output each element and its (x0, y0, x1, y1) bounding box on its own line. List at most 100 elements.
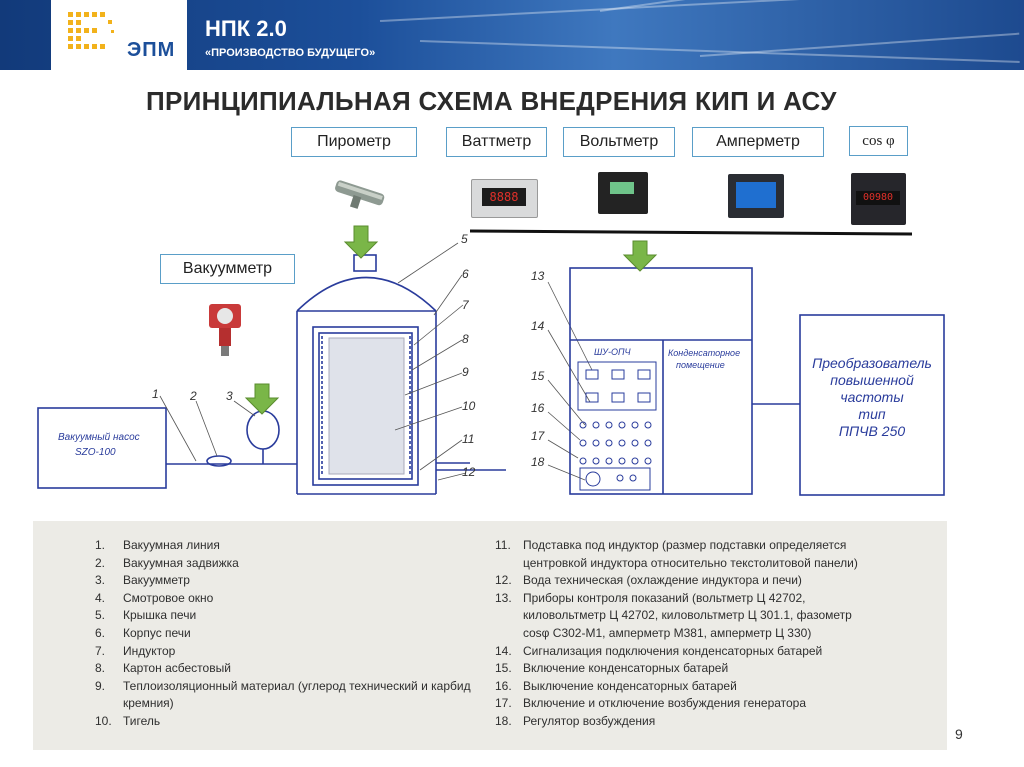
legend-item-text: кремния) (123, 696, 174, 711)
callout-17: 17 (531, 429, 546, 443)
ammeter-label: Амперметр (692, 127, 824, 157)
legend-item-number (495, 555, 523, 573)
legend-item-text: cosφ С302-М1, амперметр М381, амперметр … (523, 625, 812, 640)
callout-6: 6 (462, 267, 469, 281)
legend-item-number: 4. (95, 590, 106, 605)
slide-title: ПРИНЦИПИАЛЬНАЯ СХЕМА ВНЕДРЕНИЯ КИП И АСУ (146, 86, 837, 116)
legend-item: cosφ С302-М1, амперметр М381, амперметр … (495, 625, 935, 643)
legend-item: 12. Вода техническая (охлаждение индуктор… (495, 572, 935, 590)
voltmeter-label: Вольтметр (563, 127, 675, 157)
legend-item-text: Регулятор возбуждения (523, 713, 656, 728)
legend-item-text: Теплоизоляционный материал (углерод техн… (123, 678, 471, 693)
legend-item-text: Вакуумная линия (123, 538, 220, 552)
callout-5: 5 (461, 232, 468, 246)
wattmeter-display: 8888 (482, 188, 526, 206)
legend-item-text: Картон асбестовый (123, 661, 231, 676)
cosphi-device-icon: 00980 (851, 173, 906, 225)
pump-label: Вакуумный насос (58, 432, 140, 443)
legend-item: 15.Включение конденсаторных батарей (495, 660, 935, 678)
legend-item-number: 3. (95, 573, 106, 588)
legend-item: 4.Смотровое окно (95, 590, 515, 608)
callout-12: 12 (462, 465, 476, 479)
pyrometer-device-icon (335, 180, 385, 209)
legend-item: 10.Тигель (95, 713, 515, 731)
pump-model: SZO-100 (75, 447, 116, 458)
vacuummeter-label: Вакуумметр (160, 254, 295, 284)
legend-item: 16.Выключение конденсаторных батарей (495, 678, 935, 696)
legend-item: 9.Теплоизоляционный материал (углерод те… (95, 678, 515, 696)
logo: ЭПМ (51, 0, 187, 70)
page-number: 9 (955, 726, 963, 742)
capacitor-label-1: Конденсаторное (668, 348, 740, 358)
legend-item-number: 18. (495, 713, 512, 728)
converter-line-3: частоты (840, 389, 904, 405)
legend-item: центровкой индуктора относительно тексто… (495, 555, 935, 573)
legend-item-number (95, 695, 123, 713)
converter-line-1: Преобразователь (812, 355, 932, 371)
wattmeter-device-icon: 8888 (471, 179, 538, 218)
legend-item-text: Включение и отключение возбуждения генер… (523, 696, 807, 711)
cosphi-display: 00980 (856, 191, 900, 205)
legend-item-number: 5. (95, 608, 106, 623)
arrow-down-icon (244, 383, 280, 415)
arrow-icons (244, 225, 658, 415)
converter-line-4: тип (858, 406, 885, 422)
legend-item-number: 7. (95, 643, 106, 658)
legend-item-text: Вода техническая (охлаждение индуктора и… (523, 573, 802, 588)
legend-item-text: центровкой индуктора относительно тексто… (523, 555, 858, 570)
callout-14: 14 (531, 319, 545, 333)
header-subtitle: «ПРОИЗВОДСТВО БУДУЩЕГО» (205, 47, 376, 59)
legend-item: 2.Вакуумная задвижка (95, 555, 515, 573)
callout-13: 13 (531, 269, 545, 283)
capacitor-label-2: помещение (676, 360, 725, 370)
legend-right: 11. Подставка под индуктор (размер подста… (495, 537, 935, 731)
legend-item: 5.Крышка печи (95, 607, 515, 625)
legend-item-number: 15. (495, 661, 512, 676)
legend-item-text: Вакуумная задвижка (123, 555, 239, 570)
callout-16: 16 (531, 401, 545, 415)
legend-item: 1. Вакуумная линия (95, 537, 515, 555)
wattmeter-label: Ваттметр (446, 127, 547, 157)
legend-item-number: 6. (95, 625, 106, 640)
converter-line-5: ППЧВ 250 (839, 423, 906, 439)
legend-item: 14.Сигнализация подключения конденсаторн… (495, 643, 935, 661)
legend-item-number: 1. (95, 538, 106, 552)
callout-2: 2 (189, 389, 197, 403)
converter-line-2: повышенной (830, 372, 914, 388)
callout-3: 3 (226, 389, 233, 403)
ammeter-device-icon (728, 174, 784, 218)
callout-15: 15 (531, 369, 545, 383)
legend-item-number: 10. (95, 713, 112, 728)
callout-8: 8 (462, 332, 469, 346)
legend-item-number: 14. (495, 643, 512, 658)
legend-item-text: Выключение конденсаторных батарей (523, 678, 737, 693)
legend-item-number (495, 625, 523, 643)
cabinet-label: ШУ-ОПЧ (594, 347, 632, 357)
pyrometer-label: Пирометр (291, 127, 417, 157)
legend-item: 17.Включение и отключение возбуждения ге… (495, 695, 935, 713)
callout-10: 10 (462, 399, 476, 413)
header-title: НПК 2.0 (205, 16, 287, 41)
voltmeter-device-icon (598, 172, 648, 214)
callout-11: 11 (462, 432, 474, 446)
legend-item-text: киловольтметр Ц 42702, киловольтметр Ц 3… (523, 608, 852, 623)
legend-item-number: 12. (495, 573, 512, 588)
legend-item-text: Вакуумметр (123, 573, 190, 588)
legend-item-number: 11. (495, 538, 511, 552)
legend-item-text: Подставка под индуктор (размер подставки… (523, 538, 847, 552)
legend-item: 13.Приборы контроля показаний (вольтметр… (495, 590, 935, 608)
legend-item: 7. Индуктор (95, 643, 515, 661)
callout-7: 7 (462, 298, 470, 312)
legend-item-text: Индуктор (123, 643, 176, 658)
legend-item: 6.Корпус печи (95, 625, 515, 643)
callout-1: 1 (152, 387, 159, 401)
legend-item: кремния) (95, 695, 515, 713)
legend-item-number: 13. (495, 590, 512, 605)
legend-item: 11. Подставка под индуктор (размер подста… (495, 537, 935, 555)
legend-item: 3. Вакуумметр (95, 572, 515, 590)
arrow-down-icon (343, 225, 379, 259)
logo-dots-icon (68, 12, 114, 49)
